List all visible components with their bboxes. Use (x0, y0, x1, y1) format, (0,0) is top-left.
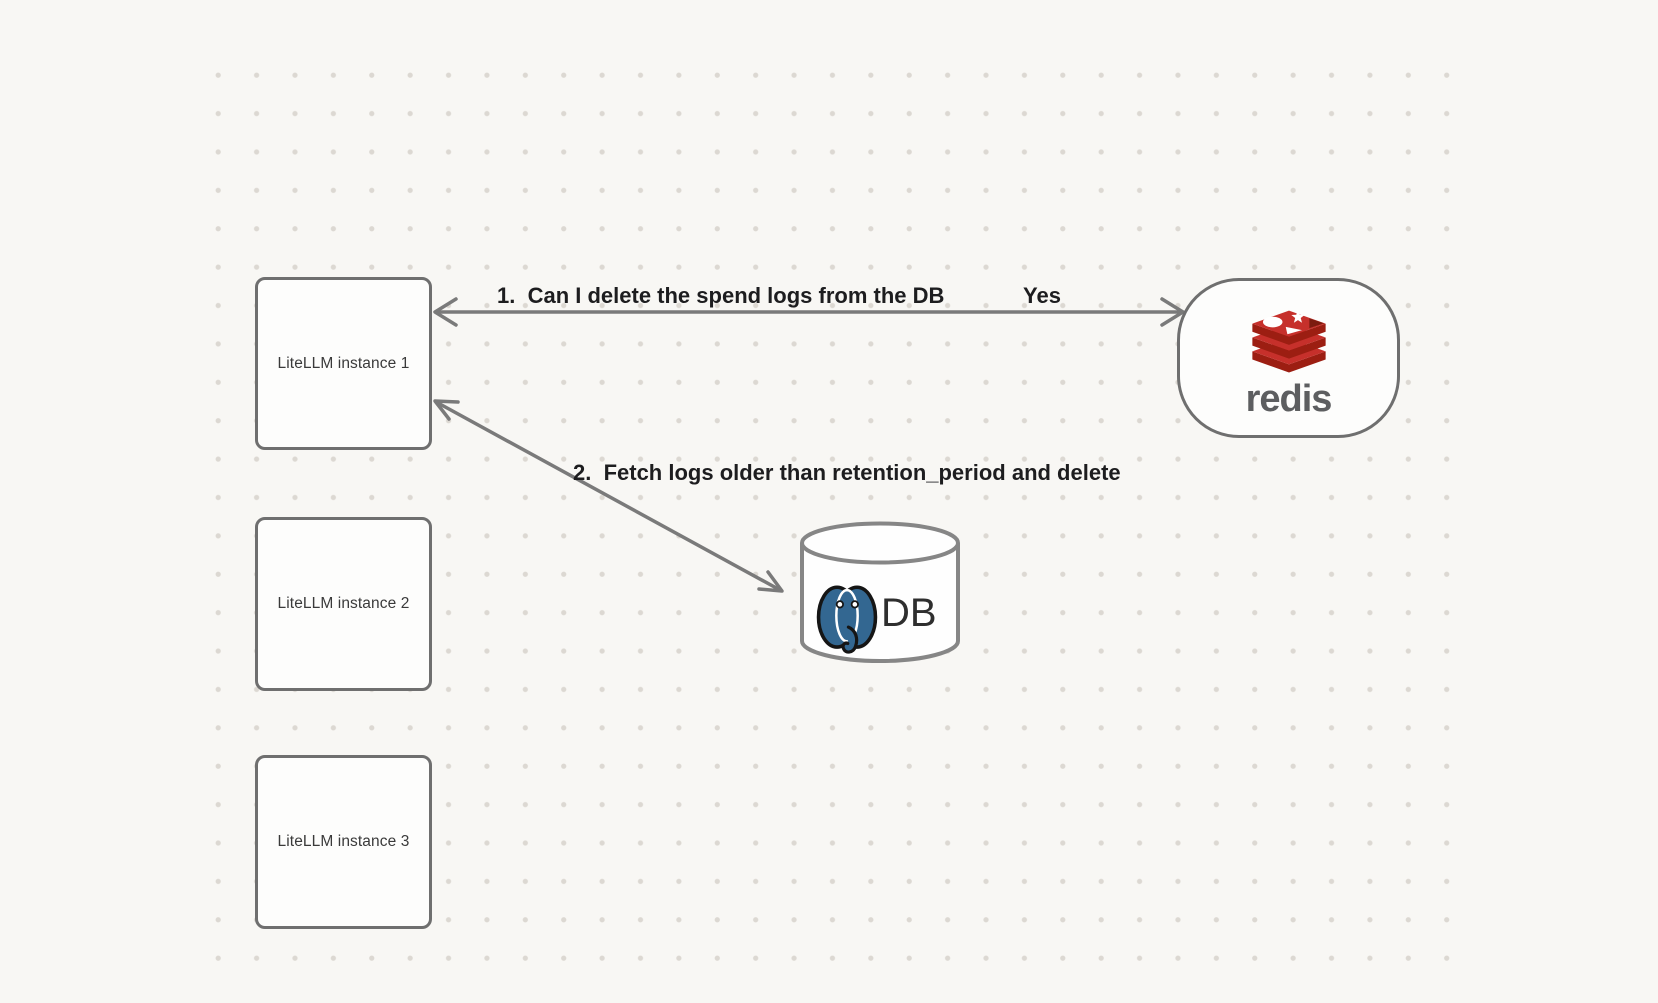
edge1-label[interactable]: 1. Can I delete the spend logs from the … (497, 283, 945, 308)
database-node[interactable]: DB (799, 521, 961, 663)
arrow-instance1-db[interactable] (435, 401, 782, 591)
edge2-label[interactable]: 2. Fetch logs older than retention_perio… (573, 460, 1121, 485)
litellm-instance-3-label: LiteLLM instance 3 (277, 833, 410, 850)
redis-node[interactable]: redis (1177, 278, 1400, 438)
litellm-instance-1-node[interactable]: LiteLLM instance 1 (255, 277, 432, 450)
redis-logo-icon (1251, 309, 1326, 373)
litellm-instance-2-node[interactable]: LiteLLM instance 2 (255, 517, 432, 691)
postgresql-elephant-icon (816, 585, 878, 654)
litellm-instance-3-node[interactable]: LiteLLM instance 3 (255, 755, 432, 929)
db-label: DB (881, 591, 937, 635)
litellm-instance-2-label: LiteLLM instance 2 (277, 595, 410, 612)
database-cylinder-icon (800, 521, 960, 663)
litellm-instance-1-label: LiteLLM instance 1 (277, 354, 410, 372)
edge1-response-label[interactable]: Yes (1023, 283, 1061, 308)
redis-wordmark: redis (1245, 378, 1333, 420)
